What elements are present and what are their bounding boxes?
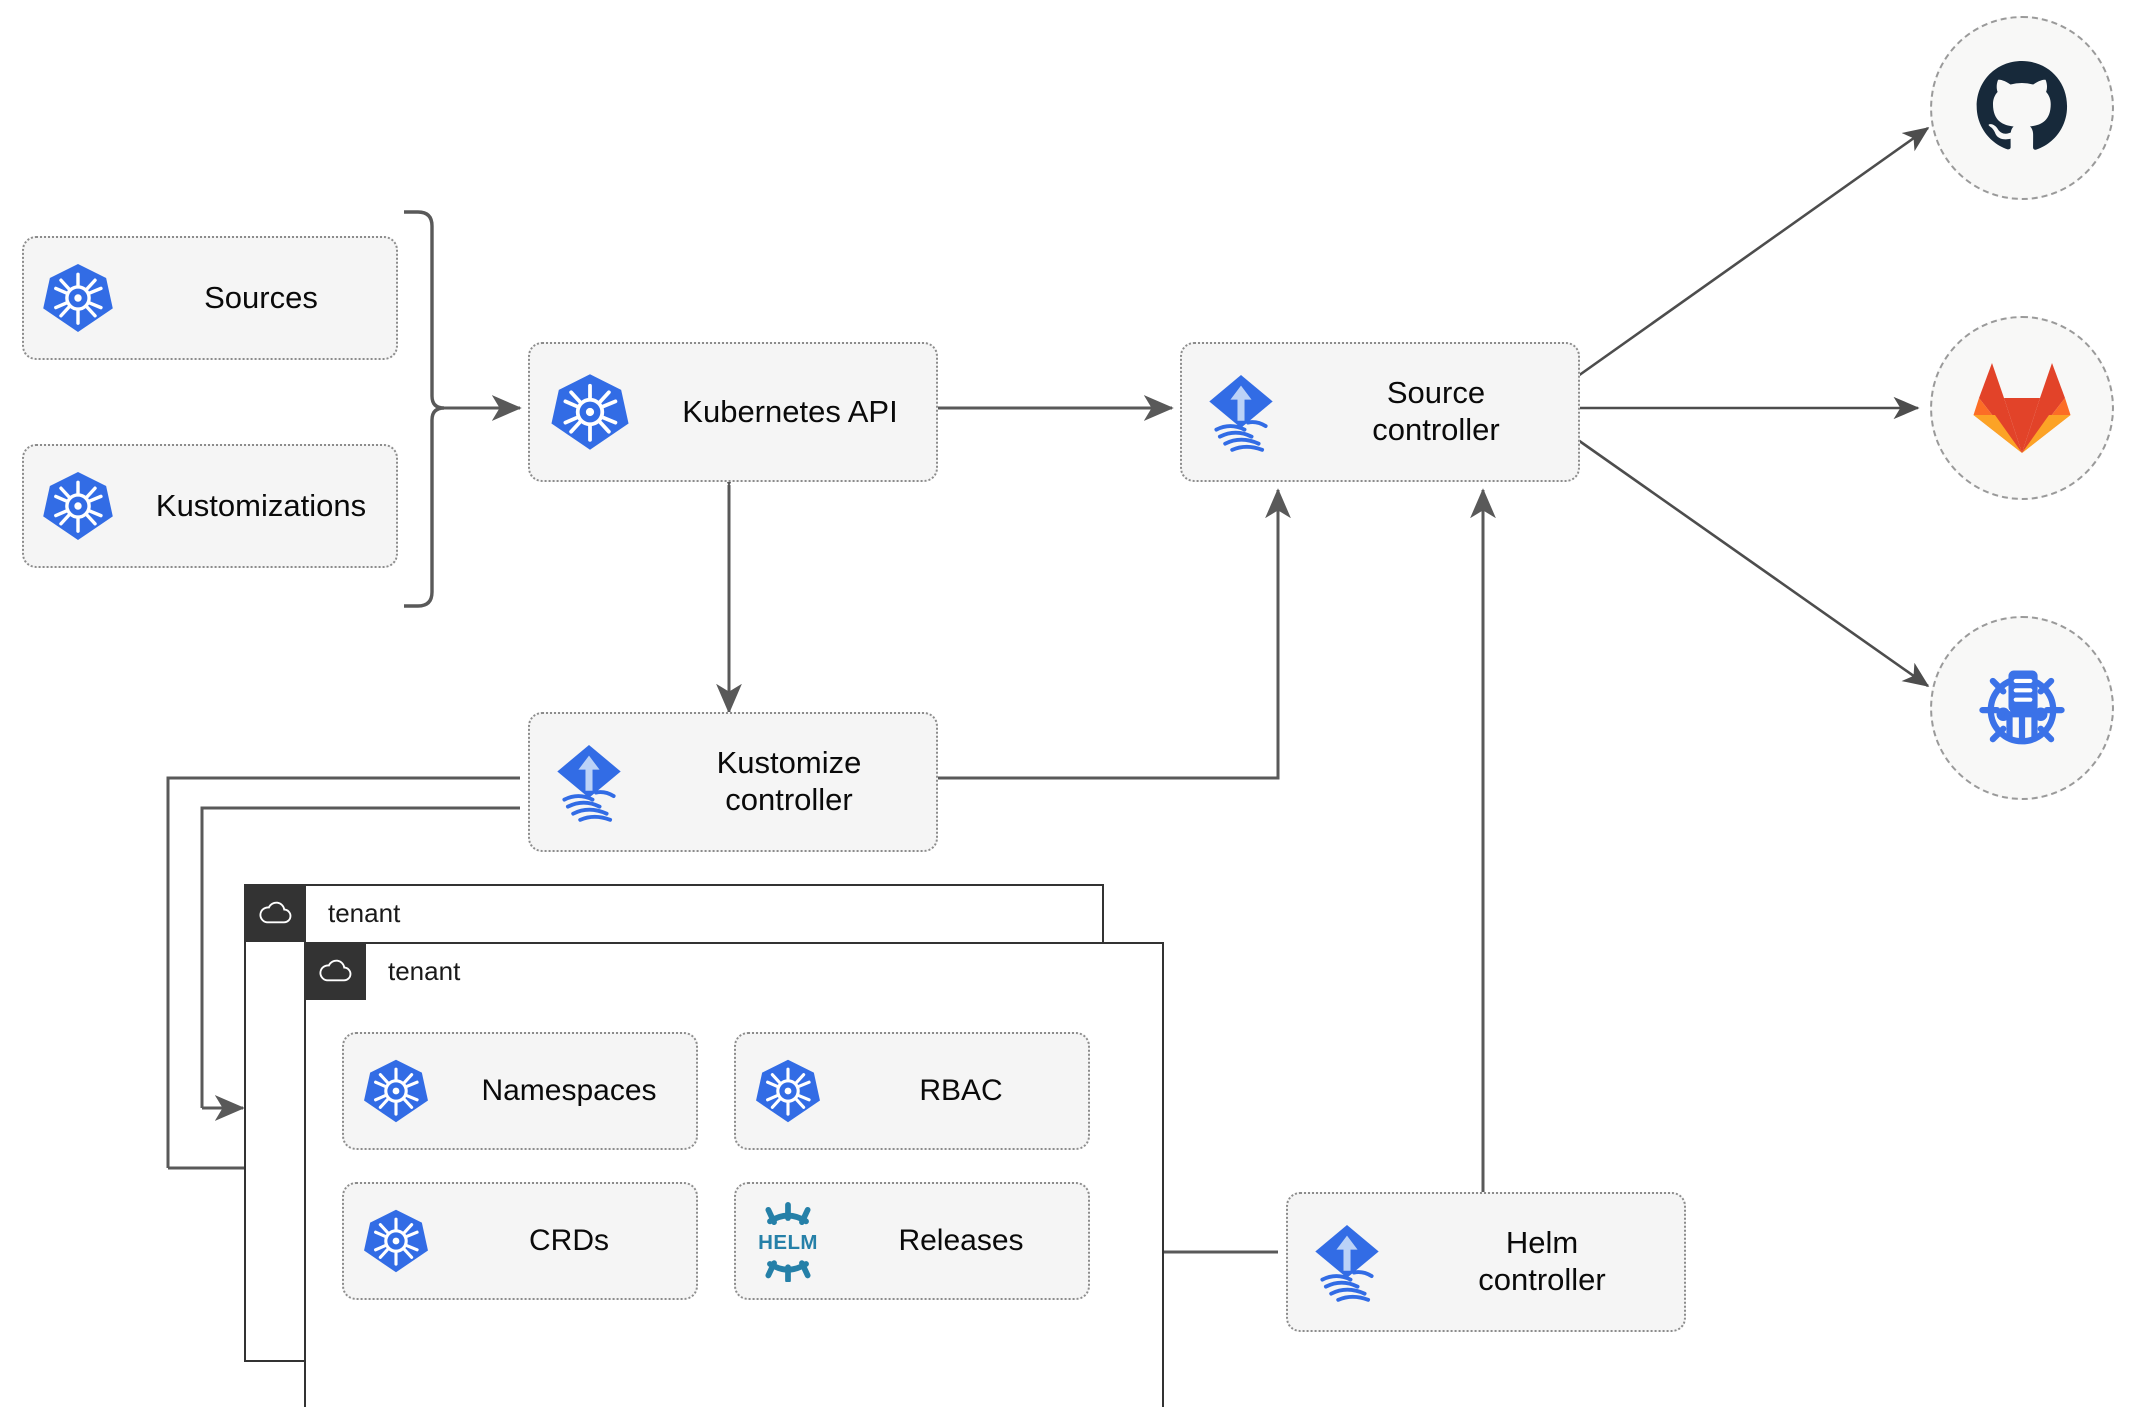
node-rbac[interactable]: RBAC bbox=[734, 1032, 1090, 1150]
node-label: Source controller bbox=[1372, 375, 1500, 447]
helm-icon: HELM bbox=[736, 1200, 840, 1282]
node-label: Releases bbox=[898, 1224, 1024, 1258]
external-source-helm-repository[interactable] bbox=[1930, 616, 2114, 800]
flux-icon bbox=[1182, 368, 1300, 456]
flux-icon bbox=[1288, 1218, 1406, 1306]
kubernetes-icon bbox=[344, 1057, 448, 1125]
node-kubernetes-api[interactable]: Kubernetes API bbox=[528, 342, 938, 482]
node-releases[interactable]: HELM Releases bbox=[734, 1182, 1090, 1300]
github-icon bbox=[1976, 61, 2068, 150]
svg-text:HELM: HELM bbox=[758, 1231, 818, 1254]
cloud-icon bbox=[244, 884, 306, 942]
kubernetes-icon bbox=[24, 469, 132, 543]
cloud-icon bbox=[304, 942, 366, 1000]
node-source-controller[interactable]: Source controller bbox=[1180, 342, 1580, 482]
gitlab-icon bbox=[1973, 363, 2071, 453]
node-label: CRDs bbox=[529, 1224, 609, 1258]
node-crds[interactable]: CRDs bbox=[342, 1182, 698, 1300]
kubernetes-icon bbox=[530, 371, 650, 453]
node-helm-controller[interactable]: Helm controller bbox=[1286, 1192, 1686, 1332]
tenant-header: tenant bbox=[304, 942, 460, 1000]
tenant-label: tenant bbox=[328, 897, 401, 928]
flux-icon bbox=[530, 738, 648, 826]
helm-repository-icon bbox=[1979, 670, 2065, 745]
node-label: Sources bbox=[204, 279, 318, 315]
node-label: Kustomize controller bbox=[716, 745, 862, 817]
kubernetes-icon bbox=[344, 1207, 448, 1275]
node-label: Kustomizations bbox=[155, 487, 367, 523]
external-source-github[interactable] bbox=[1930, 16, 2114, 200]
external-source-gitlab[interactable] bbox=[1930, 316, 2114, 500]
kubernetes-icon bbox=[24, 261, 132, 335]
tenant-label: tenant bbox=[388, 955, 461, 986]
node-namespaces[interactable]: Namespaces bbox=[342, 1032, 698, 1150]
node-label: Kubernetes API bbox=[682, 393, 898, 429]
node-label: Namespaces bbox=[481, 1074, 657, 1108]
tenant-container-front[interactable]: tenant Namespaces bbox=[304, 942, 1164, 1407]
node-kustomizations[interactable]: Kustomizations bbox=[22, 444, 398, 568]
kubernetes-icon bbox=[736, 1057, 840, 1125]
node-kustomize-controller[interactable]: Kustomize controller bbox=[528, 712, 938, 852]
node-label: Helm controller bbox=[1478, 1225, 1606, 1297]
node-label: RBAC bbox=[919, 1074, 1003, 1108]
node-sources[interactable]: Sources bbox=[22, 236, 398, 360]
tenant-header: tenant bbox=[244, 884, 400, 942]
